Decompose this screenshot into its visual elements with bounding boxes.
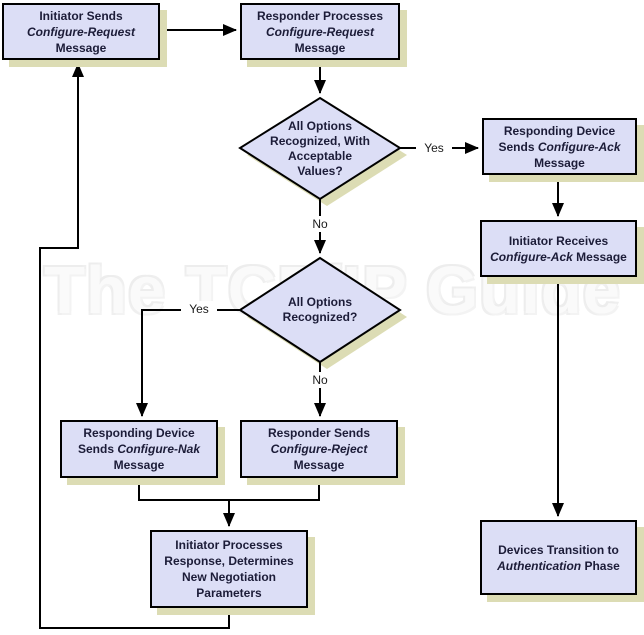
text-line: Sends Configure-Ack [498,139,621,154]
edge-decision2-yes-to-nak [136,309,240,417]
text-line: Configure-Request [27,24,135,39]
text-line: Configure-Request [266,24,374,39]
text-line: Recognized? [282,310,358,324]
text-line: Message [113,458,165,472]
text-line: Responder Processes [256,8,384,23]
text-line: Message [294,40,346,55]
edge-label-no-acceptable: No [305,216,335,232]
text-line: Message [293,458,345,472]
text-line: Sends Configure-Nak [77,442,201,456]
text-line: Response, Determines [164,554,294,568]
text-line: Message [534,155,585,170]
text-line: All Options [288,119,352,133]
text-line: All Options [288,295,352,309]
edge-nak-reject-join [138,478,320,501]
text-line: New Negotiation [181,570,276,584]
text-line: Values? [297,164,343,178]
text-line: Authentication Phase [497,558,620,573]
edge-processes-loopback [39,63,230,629]
text-line: Initiator Processes [175,538,283,552]
text-line: Responding Device [503,123,616,138]
text-line: Parameters [196,586,262,600]
text-line: Recognized, With [270,134,370,148]
text-line: Acceptable [287,149,353,163]
text-line: Initiator Receives [508,233,609,248]
edge-label-no-recognized: No [305,372,335,388]
text-line: Configure-Reject [270,442,368,456]
text-line: Configure-Ack Message [490,249,627,264]
edge-label-yes-acceptable: Yes [416,140,452,156]
text-line: Responder Sends [267,426,371,440]
edge-label-yes-recognized: Yes [181,301,217,317]
text-line: Initiator Sends [39,8,123,23]
text-line: Responding Device [83,426,195,440]
text-line: Message [55,40,107,55]
text-line: Devices Transition to [498,542,619,557]
